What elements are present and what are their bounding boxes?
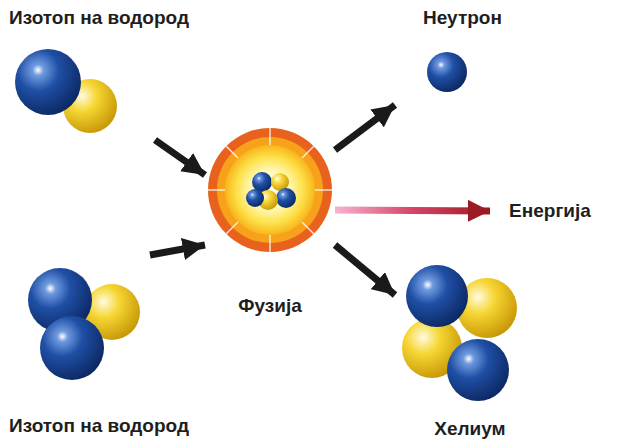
helium-particles [402, 265, 517, 401]
fusion-node: Фузија [205, 125, 335, 320]
reaction-arrow [335, 245, 395, 295]
deuterium-particles [15, 49, 117, 133]
neutron-node: Неутрон [395, 5, 530, 110]
isotope-node: Изотоп на водород [5, 255, 230, 440]
energy-arrow [335, 210, 490, 211]
fusion-burst [208, 128, 332, 252]
energy-node: Енергија [490, 195, 610, 227]
isotope-node: Изотоп на водород [5, 5, 230, 140]
reaction-arrow [155, 140, 205, 175]
node-label: Хелиум [430, 416, 509, 443]
neutron-particle [427, 52, 467, 92]
helium-node: Хелиум [395, 265, 545, 443]
node-label: Изотоп на водород [5, 413, 193, 440]
node-label: Фузија [234, 293, 306, 320]
node-label: Неутрон [419, 5, 506, 32]
reaction-arrow [335, 105, 395, 150]
node-label: Изотоп на водород [5, 5, 193, 32]
tritium-particles [28, 268, 140, 380]
node-label: Енергија [505, 198, 595, 225]
reaction-arrow [150, 245, 205, 255]
